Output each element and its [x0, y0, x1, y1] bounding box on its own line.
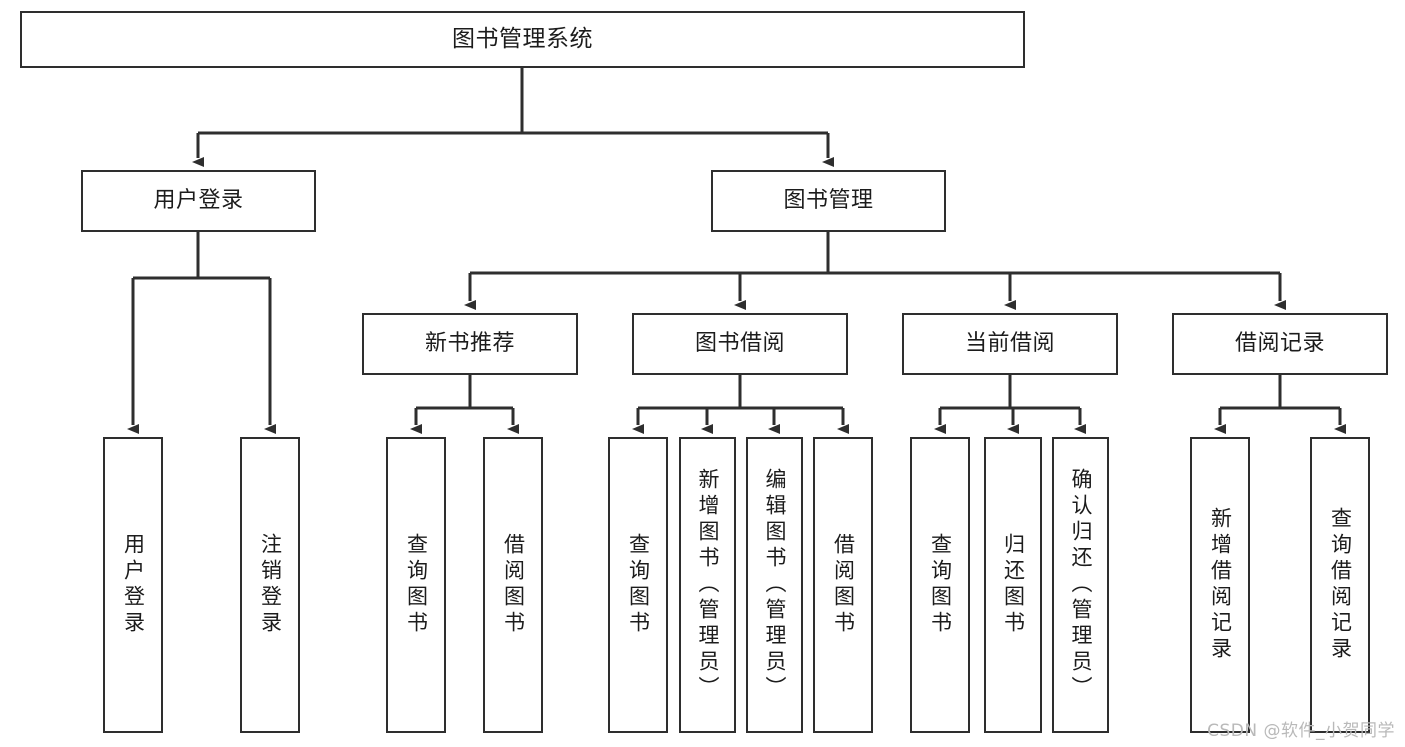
node-leaf-add-book[interactable]: 新增图书（管理员） [679, 437, 736, 733]
node-leaf-user-login[interactable]: 用户登录 [103, 437, 163, 733]
node-leaf-edit-book-label: 编辑图书（管理员） [763, 468, 787, 702]
node-leaf-add-borrow-record-label: 新增借阅记录 [1208, 507, 1233, 663]
node-leaf-query-book-2[interactable]: 查询图书 [608, 437, 668, 733]
watermark: CSDN @软件_小贺同学 [1207, 721, 1395, 741]
node-root-label: 图书管理系统 [452, 25, 593, 52]
node-leaf-query-book-3-label: 查询图书 [928, 533, 953, 637]
node-leaf-return-book-label: 归还图书 [1001, 533, 1026, 637]
node-root[interactable]: 图书管理系统 [20, 11, 1025, 68]
node-borrow-record[interactable]: 借阅记录 [1172, 313, 1388, 375]
node-leaf-query-book-3[interactable]: 查询图书 [910, 437, 970, 733]
node-borrow-record-label: 借阅记录 [1234, 331, 1325, 357]
node-leaf-user-logout-label: 注销登录 [258, 533, 283, 637]
node-leaf-borrow-book-2[interactable]: 借阅图书 [813, 437, 873, 733]
node-leaf-confirm-return[interactable]: 确认归还（管理员） [1052, 437, 1109, 733]
node-leaf-query-book-1-label: 查询图书 [404, 533, 429, 637]
node-current-borrow[interactable]: 当前借阅 [902, 313, 1118, 375]
node-user-login[interactable]: 用户登录 [81, 170, 316, 232]
node-new-book-recommend-label: 新书推荐 [424, 331, 515, 357]
node-leaf-query-borrow-record[interactable]: 查询借阅记录 [1310, 437, 1370, 733]
node-new-book-recommend[interactable]: 新书推荐 [362, 313, 578, 375]
node-leaf-query-book-1[interactable]: 查询图书 [386, 437, 446, 733]
node-book-borrow[interactable]: 图书借阅 [632, 313, 848, 375]
node-book-borrow-label: 图书借阅 [694, 331, 785, 357]
node-leaf-query-borrow-record-label: 查询借阅记录 [1328, 507, 1353, 663]
node-leaf-user-login-label: 用户登录 [121, 533, 146, 637]
node-leaf-borrow-book-2-label: 借阅图书 [831, 533, 856, 637]
node-book-manage-label: 图书管理 [783, 188, 874, 214]
node-leaf-edit-book[interactable]: 编辑图书（管理员） [746, 437, 803, 733]
node-leaf-add-borrow-record[interactable]: 新增借阅记录 [1190, 437, 1250, 733]
node-leaf-return-book[interactable]: 归还图书 [984, 437, 1042, 733]
node-leaf-borrow-book-1[interactable]: 借阅图书 [483, 437, 543, 733]
node-current-borrow-label: 当前借阅 [964, 331, 1055, 357]
node-user-login-label: 用户登录 [153, 188, 244, 214]
node-leaf-borrow-book-1-label: 借阅图书 [501, 533, 526, 637]
node-leaf-query-book-2-label: 查询图书 [626, 533, 651, 637]
node-book-manage[interactable]: 图书管理 [711, 170, 946, 232]
node-leaf-user-logout[interactable]: 注销登录 [240, 437, 300, 733]
node-leaf-confirm-return-label: 确认归还（管理员） [1069, 468, 1093, 702]
node-leaf-add-book-label: 新增图书（管理员） [696, 468, 720, 702]
